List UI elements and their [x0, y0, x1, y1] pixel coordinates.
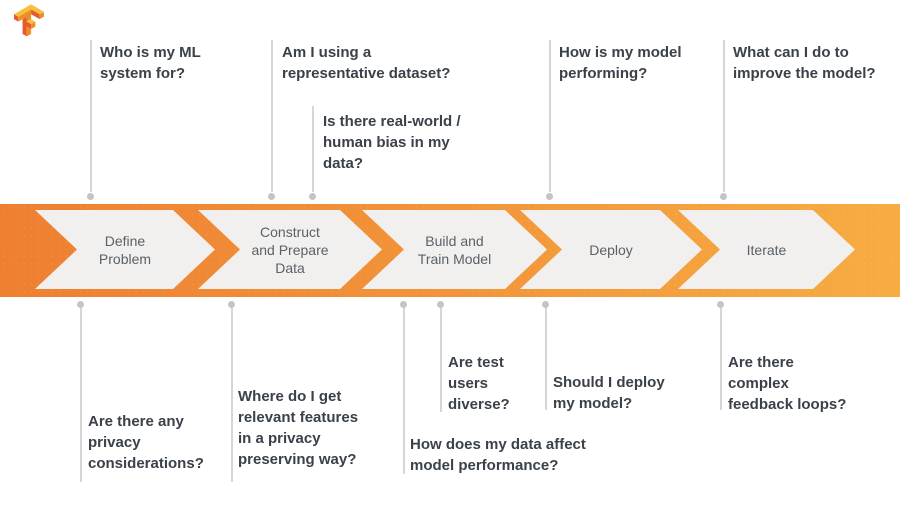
stage-label: Define Problem — [98, 232, 152, 267]
connector-dot — [309, 193, 316, 200]
question-bottom-test-users-diverse: Are test users diverse? — [448, 354, 510, 413]
connector-line — [723, 40, 725, 192]
question-bottom-should-i-deploy: Should I deploy my model? — [553, 374, 665, 412]
connector-dot — [717, 301, 724, 308]
connector-dot — [228, 301, 235, 308]
connector-line — [90, 40, 92, 192]
connector-dot — [720, 193, 727, 200]
connector-dot — [77, 301, 84, 308]
question-bottom-privacy-preserving-features: Where do I get relevant features in a pr… — [238, 388, 359, 468]
stage-label: Deploy — [589, 241, 633, 258]
question-bottom-privacy-considerations: Are there any privacy considerations? — [88, 413, 204, 472]
connector-dot — [546, 193, 553, 200]
question-top-improve-the-model: What can I do to improve the model? — [733, 44, 876, 82]
connector-dot — [437, 301, 444, 308]
connector-line — [440, 308, 442, 412]
question-bottom-data-affect-performance: How does my data affect model performanc… — [410, 436, 586, 474]
question-top-model-performing: How is my model performing? — [559, 44, 682, 82]
connector-line — [271, 40, 273, 192]
stage-label: Construct and Prepare Data — [251, 223, 329, 276]
question-top-representative-dataset: Am I using a representative dataset? — [282, 44, 451, 82]
connector-line — [720, 308, 722, 410]
connector-line — [312, 106, 314, 192]
connector-line — [403, 308, 405, 474]
connector-dot — [87, 193, 94, 200]
connector-line — [80, 308, 82, 482]
connector-line — [231, 308, 233, 482]
stage-label: Build and Train Model — [417, 232, 492, 267]
connector-line — [545, 308, 547, 410]
stage-label: Iterate — [746, 241, 787, 258]
stage-chevron-build-and-train-model: Build and Train Model — [362, 210, 547, 289]
question-top-who-is-my-ml-system-for: Who is my ML system for? — [100, 44, 201, 82]
question-top-real-world-human-bias: Is there real-world / human bias in my d… — [323, 113, 461, 172]
connector-dot — [268, 193, 275, 200]
connector-dot — [542, 301, 549, 308]
connector-line — [549, 40, 551, 192]
connector-dot — [400, 301, 407, 308]
question-bottom-complex-feedback-loops: Are there complex feedback loops? — [728, 354, 847, 413]
tensorflow-logo-icon — [14, 4, 44, 37]
